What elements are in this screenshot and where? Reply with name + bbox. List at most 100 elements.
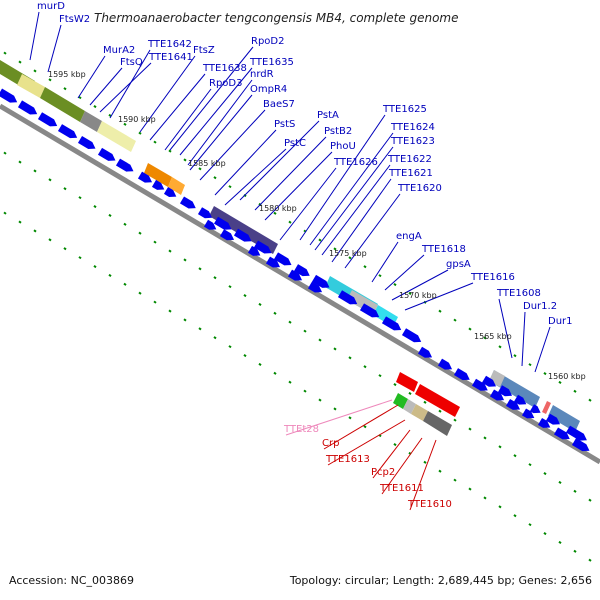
gene-arrow: [213, 216, 232, 230]
guide-dot: [183, 158, 187, 162]
leader-line: [321, 164, 391, 256]
gene-arrow: [381, 316, 402, 331]
guide-dot: [363, 265, 367, 269]
guide-dot: [288, 220, 292, 224]
accession-text: Accession: NC_003869: [9, 574, 135, 587]
guide-dot: [258, 362, 262, 366]
leader-line: [264, 151, 333, 221]
guide-dot: [453, 318, 457, 322]
gene-arrow: [247, 245, 261, 256]
guide-dot: [498, 505, 502, 509]
guide-dot: [513, 354, 517, 358]
gene-label: RpoD2: [251, 36, 284, 47]
gene-arrow: [253, 240, 272, 254]
gene-arrow: [529, 404, 541, 414]
leader-line: [29, 11, 40, 61]
guide-dot: [48, 78, 52, 82]
guide-dot: [273, 311, 277, 315]
gene-label: murD: [37, 1, 65, 12]
guide-dot: [3, 211, 7, 215]
guide-dot: [348, 256, 352, 260]
scale-label: 1590 kbp: [118, 115, 156, 124]
leader-line: [391, 269, 449, 301]
gene-label: TTE1613: [325, 454, 370, 465]
guide-dot: [393, 382, 397, 387]
gene-label: PstC: [284, 138, 306, 149]
guide-dot: [243, 293, 247, 298]
gene-arrow: [553, 427, 570, 440]
guide-dot: [378, 274, 382, 278]
guide-dot: [408, 391, 412, 395]
leader-line: [149, 73, 206, 141]
guide-dot: [18, 220, 22, 224]
gene-arrow: [137, 171, 153, 183]
guide-dot: [33, 169, 37, 173]
gene-arrow: [307, 281, 323, 293]
gene-label: TTE1626: [333, 157, 378, 168]
gene-arrow: [57, 124, 78, 139]
gene-arrow: [505, 398, 521, 410]
guide-dot: [543, 371, 547, 376]
gene-arrow: [17, 100, 38, 115]
leader-line: [164, 88, 212, 151]
gene-label: PstA: [317, 110, 339, 121]
leader-line: [409, 439, 437, 511]
guide-dot: [78, 256, 82, 260]
guide-dot: [468, 427, 472, 431]
leader-line: [139, 55, 196, 133]
guide-dot: [528, 463, 532, 467]
guide-dot: [63, 87, 67, 91]
gene-arrow: [571, 438, 590, 452]
gene-label: TTE1638: [202, 63, 247, 74]
guide-dot: [198, 167, 202, 171]
guide-dot: [153, 240, 157, 244]
gene-label: TTE1618: [421, 244, 466, 255]
leader-line: [371, 241, 399, 283]
feature-bands-forward: [0, 60, 580, 432]
leader-line: [344, 193, 401, 269]
gene-label: Pcp2: [371, 467, 395, 478]
guide-dot: [93, 204, 97, 209]
guide-dot: [348, 356, 352, 360]
guide-dot: [438, 469, 442, 473]
gene-arrow: [0, 88, 18, 103]
guide-dot: [558, 480, 562, 484]
gene-arrow: [219, 229, 235, 241]
guide-dot: [123, 122, 127, 126]
gene-label: Dur1: [548, 316, 573, 327]
leader-line: [279, 167, 337, 241]
guide-dot: [573, 549, 577, 553]
map-title: Thermoanaerobacter tengcongensis MB4, co…: [94, 11, 459, 25]
guide-dot: [408, 291, 412, 295]
guide-dot: [288, 380, 292, 384]
guide-dot: [333, 247, 337, 251]
gene-arrow: [273, 252, 292, 266]
gene-arrow: [151, 179, 165, 190]
guide-dot: [78, 96, 82, 100]
guide-dot: [468, 487, 472, 491]
guide-dot: [153, 300, 157, 304]
gene-label: nrdR: [250, 69, 274, 80]
gene-label: TTE1642: [147, 39, 192, 50]
guide-dot: [318, 338, 322, 342]
guide-dot: [468, 327, 472, 331]
guide-dot: [378, 374, 382, 378]
gene-arrow: [417, 346, 433, 358]
gene-arrow: [37, 112, 58, 127]
gene-label: TTE1623: [390, 136, 435, 147]
guide-dot: [123, 222, 127, 226]
guide-dot: [498, 345, 502, 349]
gene-arrow: [359, 303, 380, 318]
guide-dot: [543, 531, 547, 536]
leader-line: [99, 62, 152, 113]
gene-arrow: [513, 394, 527, 405]
gene-label: gpsA: [446, 259, 471, 270]
guide-dot: [138, 231, 142, 235]
guide-dot: [303, 329, 307, 333]
guide-dot: [228, 285, 232, 289]
guide-dot: [138, 291, 142, 295]
guide-dot: [3, 151, 7, 155]
